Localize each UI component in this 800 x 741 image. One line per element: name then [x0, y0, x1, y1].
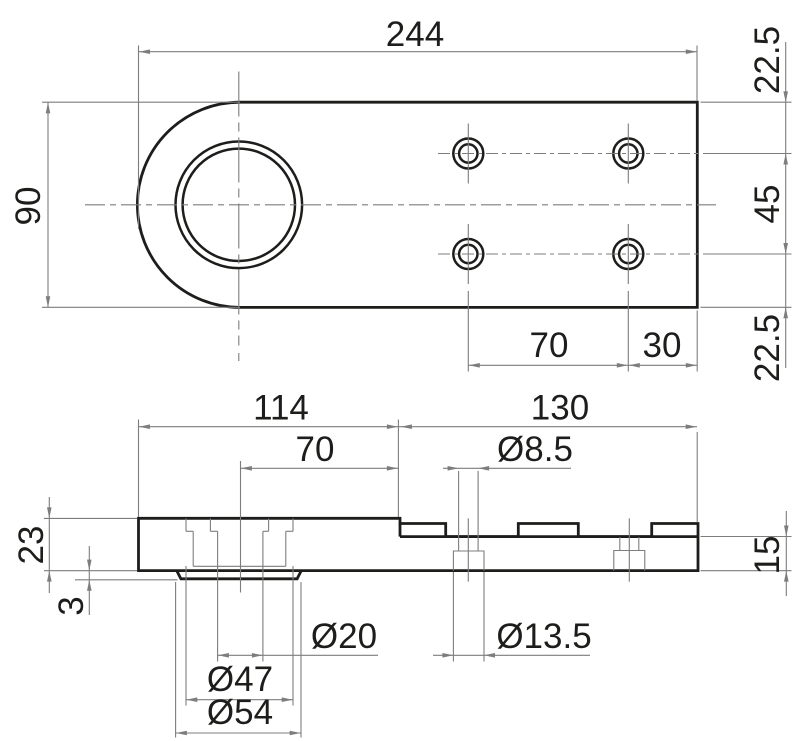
side-view-outline [137, 516, 700, 581]
arrowhead [400, 424, 412, 429]
arrowhead [442, 653, 454, 658]
side-view-extension-lines [44, 419, 792, 738]
dim-small-hole-diameter: Ø8.5 [497, 430, 573, 469]
dim-hole-row-spacing: 45 [748, 185, 787, 224]
dim-counterbore-diameter: Ø13.5 [496, 617, 591, 656]
arrowhead [45, 102, 51, 114]
arrowhead [217, 653, 229, 658]
arrowhead [447, 466, 459, 471]
arrowhead [386, 424, 398, 429]
dim-thread-bore-diameter: Ø47 [207, 660, 273, 699]
arrowhead [289, 730, 301, 736]
arrowhead [783, 91, 788, 103]
arrowhead [386, 466, 398, 471]
dim-flat-section-length: 130 [531, 389, 589, 428]
arrowhead [783, 153, 788, 165]
dim-overall-length: 244 [386, 15, 444, 54]
arrowhead [139, 49, 150, 54]
dim-center-bore-diameter: Ø20 [311, 617, 377, 656]
side-view: 114 130 70 Ø8.5 23 3 15 Ø20 Ø13.5 Ø47 Ø5… [12, 389, 792, 738]
arrowhead [240, 466, 252, 471]
top-view: 244 90 22.5 45 22.5 70 30 [9, 15, 792, 382]
dim-boss-section-length: 114 [253, 389, 309, 428]
arrowhead [186, 697, 198, 702]
arrowhead [47, 570, 52, 582]
arrowhead [175, 730, 187, 736]
dim-boss-diameter: Ø54 [207, 693, 273, 732]
arrowhead [87, 559, 92, 571]
dim-hole-edge-distance: 30 [643, 326, 682, 365]
arrowhead [685, 363, 697, 368]
arrowhead [616, 363, 628, 368]
arrowhead [685, 424, 697, 429]
dim-hole-offset-top: 22.5 [748, 26, 787, 94]
arrowhead [87, 579, 92, 591]
dim-boss-protrusion: 3 [52, 596, 91, 615]
bolt-holes [452, 137, 645, 271]
top-view-centerlines [85, 71, 716, 361]
dim-hole-offset-bottom: 22.5 [748, 314, 787, 382]
dim-flat-thickness: 15 [748, 536, 787, 575]
arrowhead [468, 363, 480, 368]
arrowhead [784, 525, 789, 537]
side-profile-outline [137, 516, 700, 572]
dim-hole-column-spacing: 70 [530, 326, 569, 365]
arrowhead [783, 307, 788, 319]
boss-outline [175, 569, 303, 581]
side-view-arrowheads [47, 424, 789, 736]
dim-center-hole-offset: 70 [296, 430, 335, 469]
arrowhead [478, 466, 490, 471]
arrowhead [139, 424, 150, 429]
side-view-labels: 114 130 70 Ø8.5 23 3 15 Ø20 Ø13.5 Ø47 Ø5… [12, 389, 787, 733]
dim-overall-width: 90 [9, 187, 48, 226]
side-view-dimension-lines [48, 426, 787, 734]
arrowhead [783, 243, 788, 254]
arrowhead [47, 507, 52, 519]
arrowhead [685, 49, 697, 54]
top-view-arrowheads [45, 49, 788, 368]
top-view-extension-lines [42, 45, 792, 372]
arrowhead [628, 363, 640, 368]
arrowhead [484, 653, 495, 658]
arrowhead [281, 697, 293, 702]
top-view-labels: 244 90 22.5 45 22.5 70 30 [9, 15, 787, 382]
thread-hidden-lines [185, 518, 294, 662]
counterbore-holes [239, 461, 646, 593]
dim-plate-thickness: 23 [12, 526, 51, 565]
arrowhead [784, 570, 789, 582]
arrowhead [251, 653, 263, 658]
arrowhead [45, 296, 51, 308]
